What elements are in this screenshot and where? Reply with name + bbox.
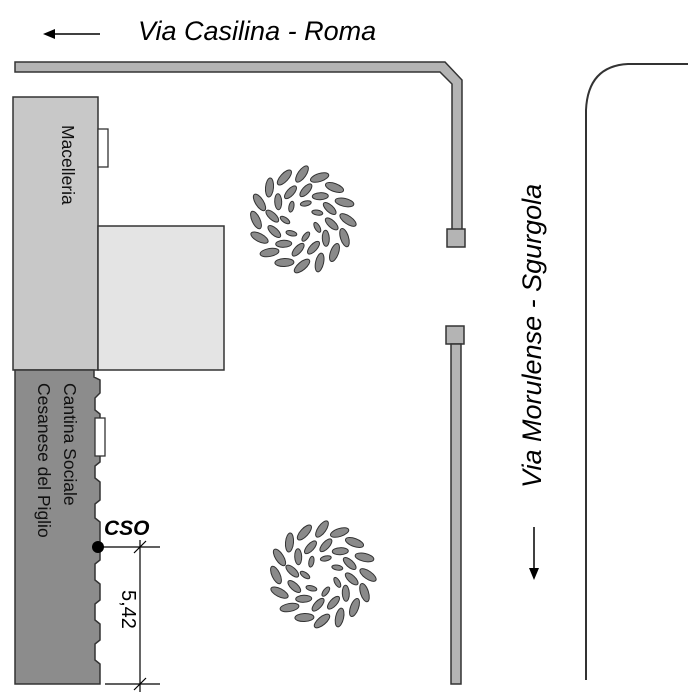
tree-leaf bbox=[284, 532, 295, 553]
tree-leaf bbox=[324, 182, 345, 193]
tree-leaf bbox=[265, 209, 280, 223]
macelleria-door bbox=[97, 128, 109, 168]
tree-leaf bbox=[334, 197, 355, 208]
tree-leaf bbox=[284, 185, 297, 200]
cantina-label-line1: Cantina Sociale bbox=[60, 383, 80, 506]
tree-leaf bbox=[276, 169, 292, 186]
street-label-right: Via Morulense - Sgurgola bbox=[517, 184, 547, 488]
gate-post-upper bbox=[446, 228, 466, 248]
tree-leaf bbox=[315, 520, 329, 538]
tree-leaf bbox=[319, 555, 332, 562]
tree-leaf bbox=[305, 585, 318, 592]
tree-leaf bbox=[264, 177, 275, 198]
tree-leaf bbox=[331, 547, 349, 556]
tree-leaf bbox=[275, 239, 293, 248]
tree-leaf bbox=[344, 572, 359, 586]
macelleria-building bbox=[12, 96, 99, 371]
tree-leaf bbox=[304, 540, 317, 555]
cantina-building bbox=[14, 369, 101, 685]
tree-leaf bbox=[270, 565, 282, 585]
tree-leaf bbox=[294, 612, 315, 623]
tree-leaf bbox=[279, 602, 300, 613]
tree-leaf bbox=[313, 613, 331, 629]
tree-icon bbox=[250, 165, 357, 274]
tree-leaf bbox=[285, 564, 300, 578]
arrow-down-icon bbox=[529, 527, 539, 580]
tree-leaf bbox=[324, 217, 339, 231]
tree-leaf bbox=[319, 538, 333, 553]
tree-leaf bbox=[293, 258, 311, 274]
tree-leaf bbox=[274, 193, 283, 211]
tree-leaf bbox=[329, 242, 340, 263]
tree-leaf bbox=[313, 221, 322, 233]
tree-leaf bbox=[288, 200, 295, 213]
tree-leaf bbox=[308, 555, 315, 568]
tree-leaf bbox=[327, 595, 340, 610]
dimension-label: 5,42 bbox=[117, 590, 139, 629]
tree-leaf bbox=[342, 557, 357, 570]
macelleria-label: Macelleria bbox=[58, 125, 78, 205]
tree-leaf bbox=[339, 227, 350, 248]
tree-leaf bbox=[307, 240, 320, 255]
tree-leaf bbox=[285, 230, 298, 237]
location-dot-icon bbox=[92, 541, 104, 553]
tree-leaf bbox=[296, 524, 312, 541]
tree-leaf bbox=[344, 537, 365, 548]
annex-building bbox=[97, 225, 225, 371]
arrow-left-icon bbox=[43, 29, 100, 39]
tree-leaf bbox=[301, 231, 311, 242]
tree-leaf bbox=[333, 576, 342, 588]
cantina-door bbox=[94, 417, 106, 457]
tree-leaf bbox=[359, 568, 377, 582]
tree-leaf bbox=[295, 165, 309, 183]
tree-leaf bbox=[270, 586, 289, 599]
tree-leaf bbox=[295, 594, 313, 603]
tree-leaf bbox=[311, 597, 325, 612]
boundary-wall-lower bbox=[450, 343, 462, 685]
tree-icon bbox=[270, 520, 377, 629]
tree-leaf bbox=[294, 548, 303, 566]
tree-leaf bbox=[291, 242, 305, 257]
gate-post-lower bbox=[445, 325, 465, 345]
street-label-top: Via Casilina - Roma bbox=[138, 16, 376, 46]
tree-leaf bbox=[314, 252, 325, 273]
tree-leaf bbox=[309, 172, 330, 183]
tree-leaf bbox=[250, 210, 262, 230]
tree-leaf bbox=[354, 552, 375, 563]
curb-line bbox=[585, 63, 688, 680]
cantina-label-line2: Cesanese del Piglio bbox=[34, 383, 54, 538]
tree-leaf bbox=[259, 247, 280, 258]
tree-leaf bbox=[322, 202, 337, 215]
tree-leaf bbox=[359, 582, 370, 603]
tree-leaf bbox=[267, 225, 282, 238]
tree-leaf bbox=[299, 200, 312, 207]
tree-leaf bbox=[311, 192, 329, 201]
tree-leaf bbox=[299, 570, 311, 580]
dimension-line bbox=[100, 540, 160, 692]
tree-leaf bbox=[299, 183, 313, 198]
tree-leaf bbox=[274, 257, 295, 268]
tree-leaf bbox=[329, 527, 350, 538]
cso-label: CSO bbox=[104, 517, 150, 540]
tree-leaf bbox=[272, 548, 287, 567]
tree-leaf bbox=[252, 193, 267, 212]
tree-leaf bbox=[311, 209, 324, 216]
tree-leaf bbox=[341, 584, 350, 602]
tree-leaf bbox=[287, 580, 302, 593]
tree-leaf bbox=[321, 229, 330, 247]
tree-leaf bbox=[279, 215, 291, 225]
tree-leaf bbox=[250, 231, 269, 244]
tree-leaf bbox=[331, 564, 344, 571]
tree-leaf bbox=[339, 213, 357, 227]
tree-leaf bbox=[321, 586, 331, 597]
tree-leaf bbox=[334, 607, 345, 628]
tree-leaf bbox=[349, 597, 360, 618]
